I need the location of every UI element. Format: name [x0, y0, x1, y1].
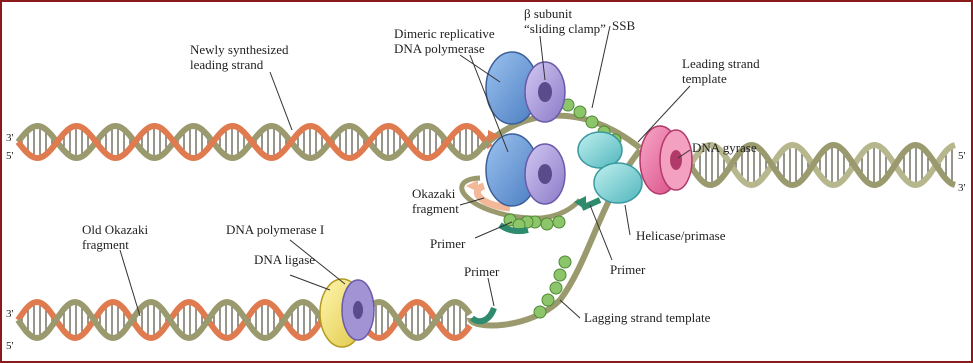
dna-gyrase: [640, 126, 692, 194]
label-line: fragment: [82, 237, 148, 252]
label-beta-subunit-sliding-clamp: β subunit “sliding clamp”: [524, 6, 606, 36]
label-helicase-primase: Helicase/primase: [636, 228, 726, 243]
label-primer-bottom: Primer: [464, 264, 499, 279]
leading-strand-helix: [18, 126, 490, 158]
label-okazaki-fragment: Okazaki fragment: [412, 186, 459, 216]
label-old-okazaki-fragment: Old Okazaki fragment: [82, 222, 148, 252]
label-lagging-strand-template: Lagging strand template: [584, 310, 710, 325]
label-primer-left: Primer: [430, 236, 465, 251]
label-dna-ligase: DNA ligase: [254, 252, 315, 267]
label-line: Old Okazaki: [82, 222, 148, 237]
label-line: β subunit: [524, 6, 606, 21]
label-line: Leading strand: [682, 56, 760, 71]
label-dimeric-replicative-dna-polymerase: Dimeric replicative DNA polymerase: [394, 26, 495, 56]
strand-end-top-right-5: 5': [958, 150, 965, 162]
strand-end-top-left-5: 5': [6, 150, 13, 162]
dimeric-dna-polymerase: [486, 52, 565, 206]
strand-end-bottom-left-5: 5': [6, 340, 13, 352]
label-line: template: [682, 71, 760, 86]
label-line: DNA polymerase: [394, 41, 495, 56]
label-newly-synthesized-leading-strand: Newly synthesized leading strand: [190, 42, 289, 72]
label-leading-strand-template: Leading strand template: [682, 56, 760, 86]
label-line: Okazaki: [412, 186, 459, 201]
strand-end-bottom-left-3: 3': [6, 308, 13, 320]
label-line: Dimeric replicative: [394, 26, 495, 41]
label-line: “sliding clamp”: [524, 21, 606, 36]
label-primer-right: Primer: [610, 262, 645, 277]
lagging-strand-helix: [18, 302, 470, 338]
label-line: leading strand: [190, 57, 289, 72]
label-line: Newly synthesized: [190, 42, 289, 57]
strand-end-top-left-3: 3': [6, 132, 13, 144]
label-ssb: SSB: [612, 18, 635, 33]
label-dna-gyrase: DNA gyrase: [692, 140, 757, 155]
label-dna-polymerase-1: DNA polymerase I: [226, 222, 324, 237]
label-line: fragment: [412, 201, 459, 216]
strand-end-top-right-3: 3': [958, 182, 965, 194]
